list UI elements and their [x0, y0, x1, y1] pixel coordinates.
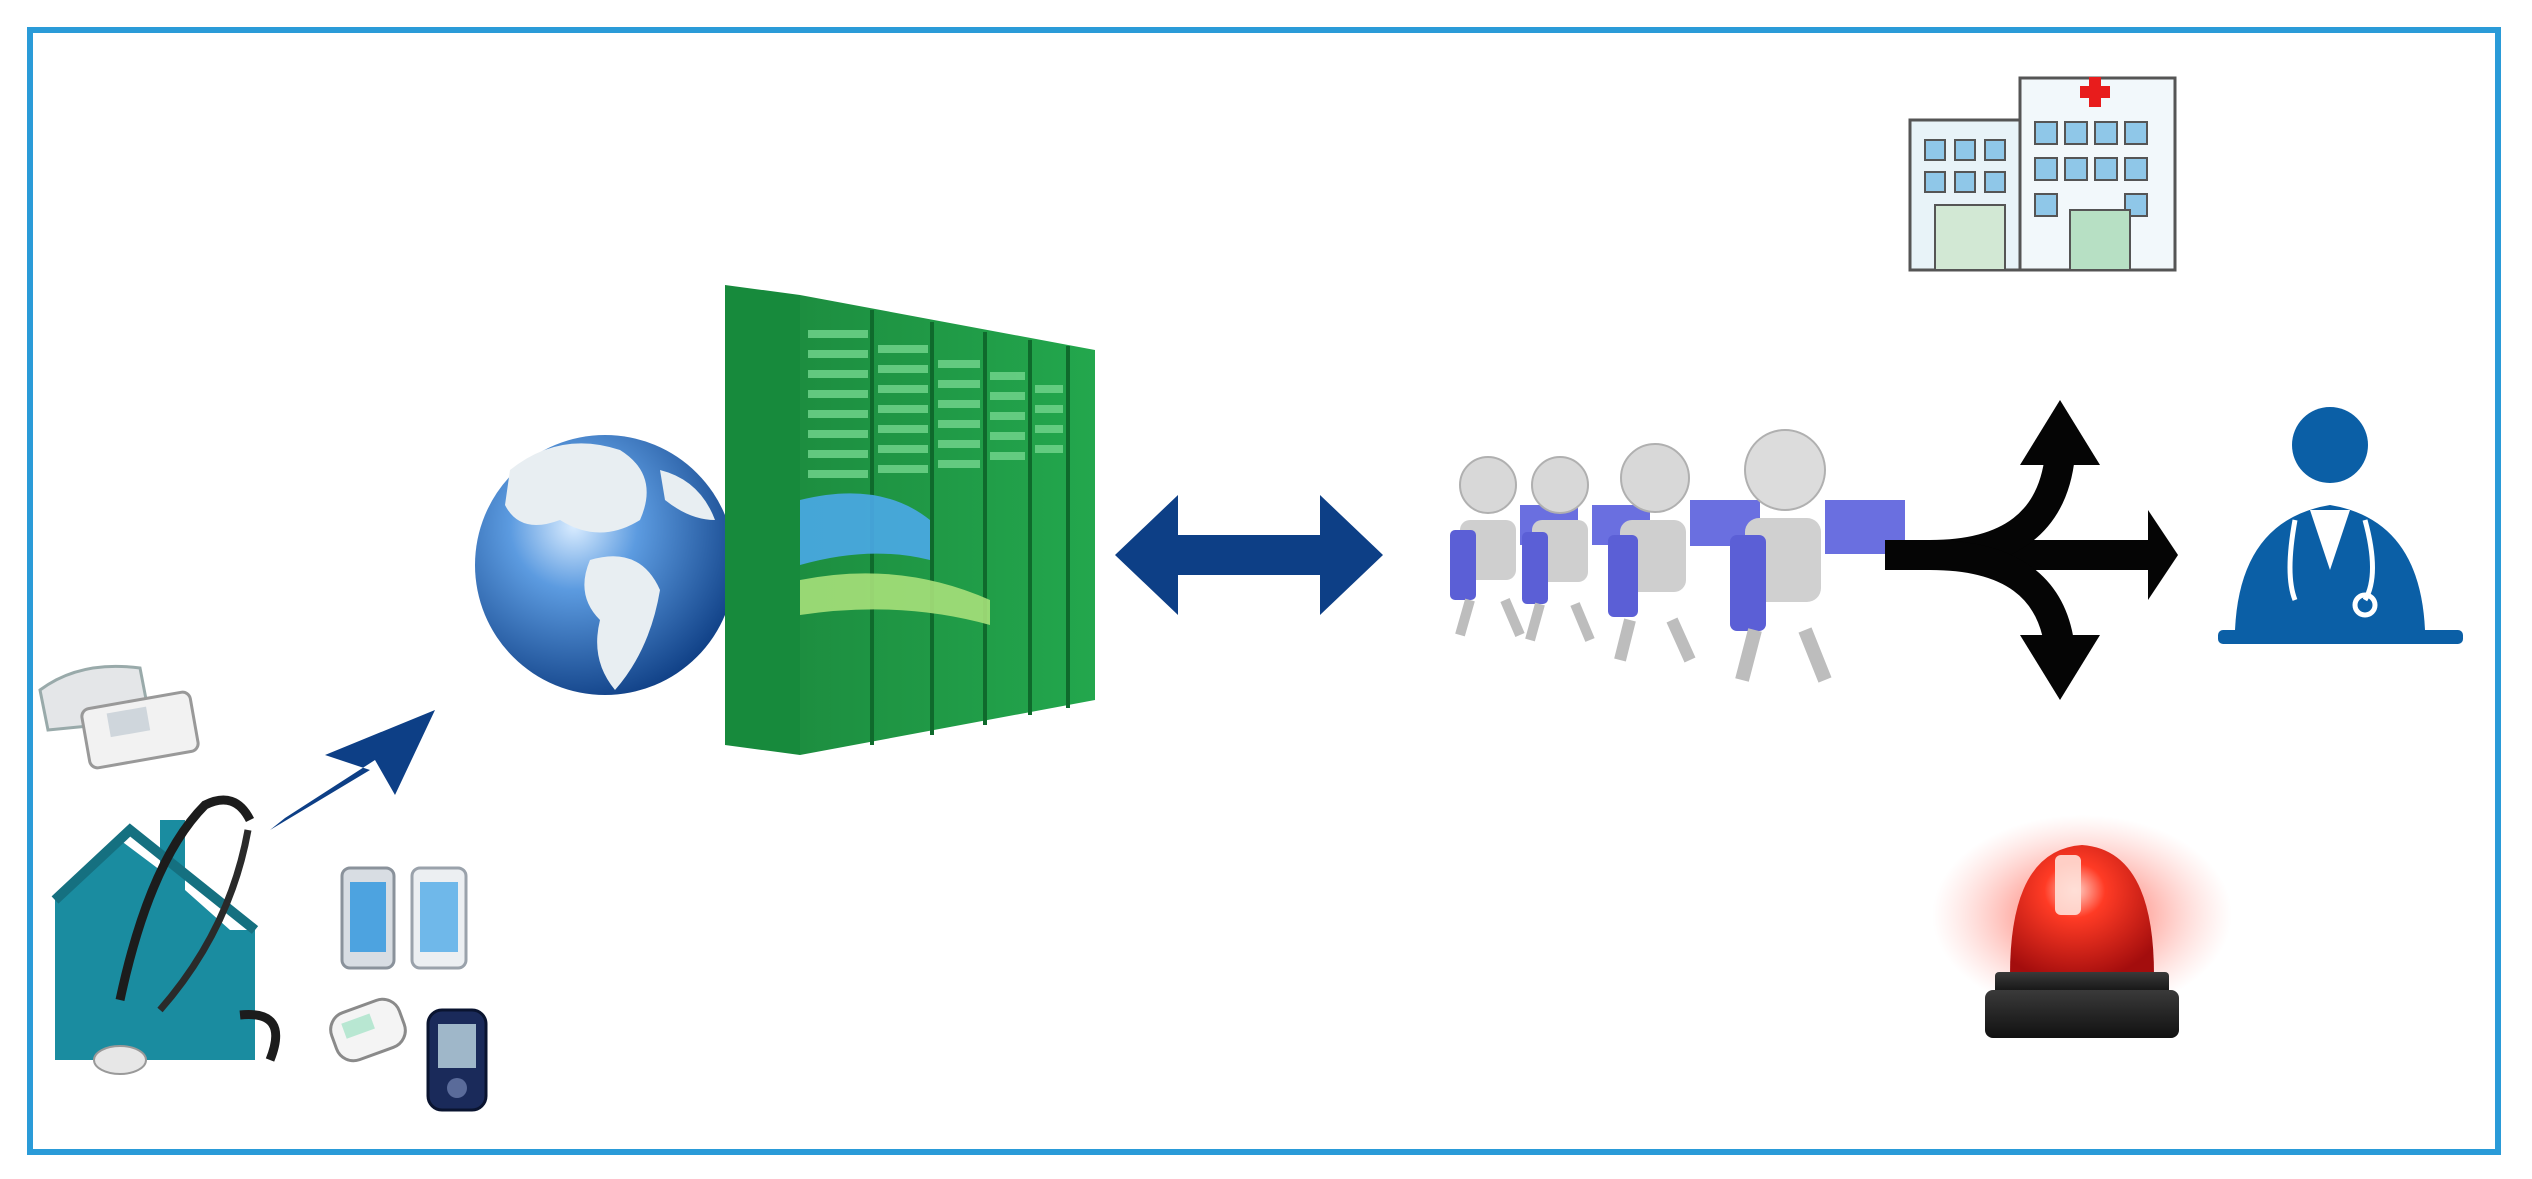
hospital-icon	[1908, 76, 2177, 272]
emergency-alarm-icon	[1932, 815, 2232, 1038]
glucometer-icon	[426, 1008, 488, 1112]
diagram-frame	[27, 27, 2501, 1155]
call-center-operators-icon	[1450, 429, 1905, 683]
globe-icon	[475, 435, 735, 695]
pulse-oximeter-icon	[329, 997, 407, 1063]
dispatch-branch-arrows	[1885, 453, 2150, 653]
smartphones-icon	[340, 866, 468, 970]
dispatch-arrowheads	[2020, 400, 2178, 700]
home-globe-double-arrow	[270, 710, 435, 830]
server-operators-double-arrow	[1115, 495, 1383, 615]
server-rack-icon	[725, 285, 1095, 755]
doctor-icon	[2218, 407, 2463, 644]
smart-home-icon	[51, 795, 281, 1075]
blood-pressure-monitor-icon	[38, 664, 200, 770]
